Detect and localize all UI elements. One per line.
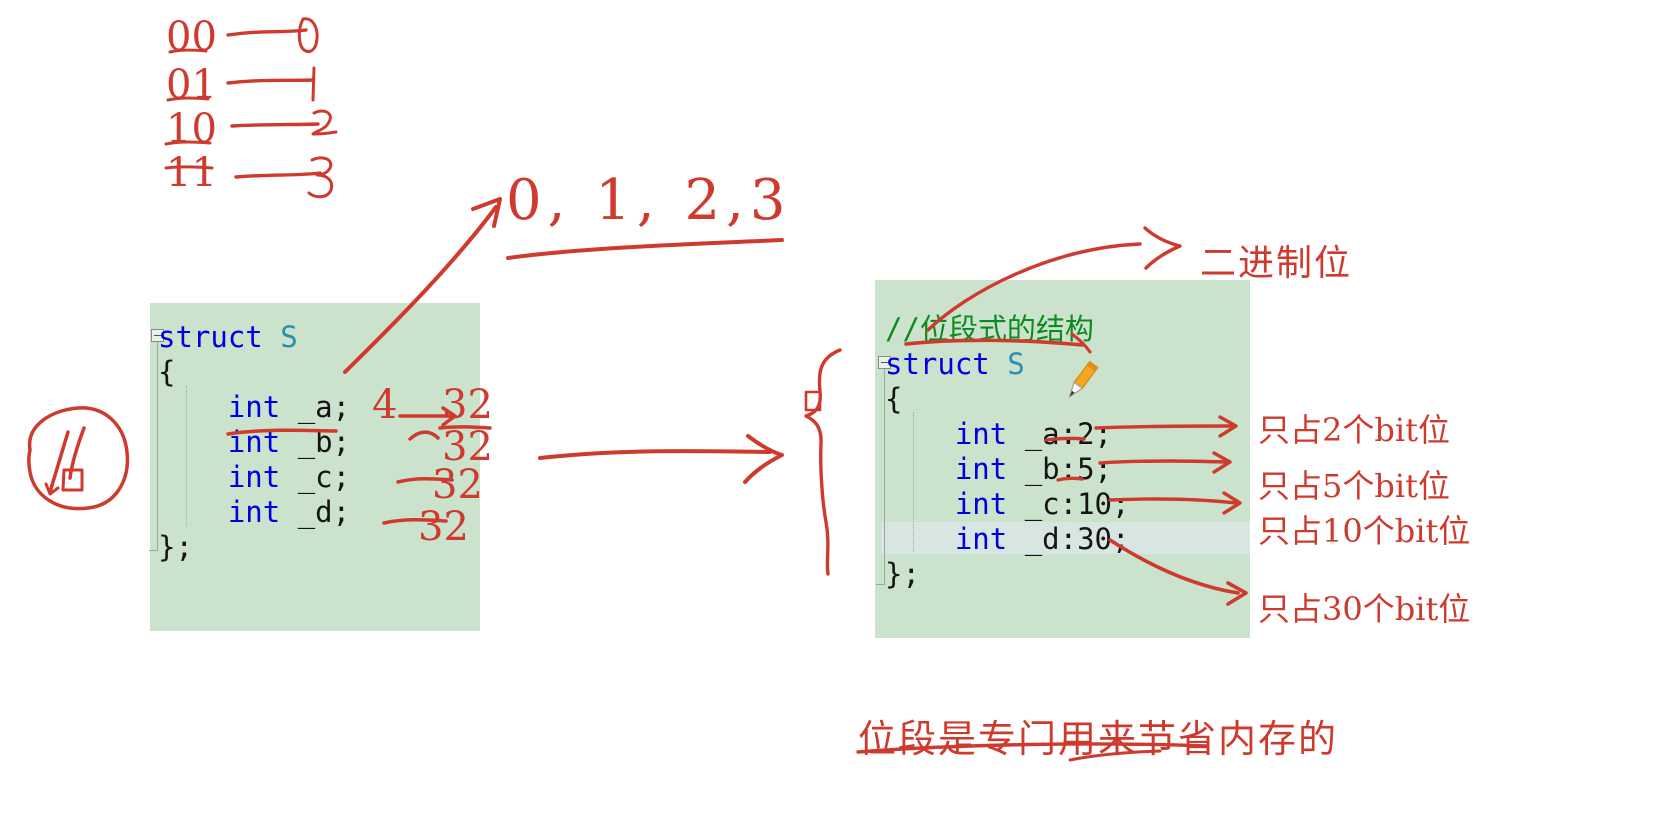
code-line: }; bbox=[885, 557, 920, 591]
code-line: int _d; bbox=[227, 495, 351, 529]
code-line: int _a:2; bbox=[954, 417, 1112, 451]
binary-row-bits-2: 10 bbox=[166, 106, 217, 152]
right-code-fold-foot bbox=[876, 584, 885, 585]
code-line: int _c; bbox=[227, 460, 351, 494]
binary-row-bits-1: 01 bbox=[166, 62, 217, 108]
code-line: //位段式的结构 bbox=[885, 312, 1094, 346]
bit-note-1: 只占5个bit位 bbox=[1258, 467, 1450, 505]
code-line: int _c:10; bbox=[954, 487, 1130, 521]
binary-bit-label: 二进制位 bbox=[1200, 243, 1353, 284]
bit-note-2: 只占10个bit位 bbox=[1258, 512, 1471, 550]
binary-row-bits-3: 11 bbox=[166, 150, 217, 196]
code-line: }; bbox=[158, 530, 193, 564]
code-line: int _b:5; bbox=[954, 452, 1112, 486]
left-code-indent-guide bbox=[186, 386, 187, 526]
size-arrow-label: 4 bbox=[372, 382, 398, 428]
binary-row-bits-0: 00 bbox=[166, 14, 217, 60]
code-line: { bbox=[158, 355, 176, 389]
code-line: { bbox=[885, 382, 903, 416]
right-code-indent-guide bbox=[913, 412, 914, 552]
code-line: int _b; bbox=[227, 425, 351, 459]
bit-note-0: 只占2个bit位 bbox=[1258, 411, 1450, 449]
code-line: struct S bbox=[158, 320, 298, 354]
code-line: int _a; bbox=[227, 390, 351, 424]
value-range-label: 0, 1, 2,3 bbox=[506, 168, 792, 233]
size-value-3: 32 bbox=[418, 504, 469, 550]
left-code-fold-box[interactable] bbox=[151, 329, 164, 342]
code-line: struct S bbox=[885, 347, 1025, 381]
code-line: int _d:30; bbox=[954, 522, 1130, 556]
right-code-fold-bar bbox=[884, 369, 885, 584]
left-code-fold-bar bbox=[157, 342, 158, 550]
left-code-fold-foot bbox=[149, 550, 158, 551]
left-code-block[interactable]: struct S{ int _a; int _b; int _c; int _d… bbox=[158, 320, 488, 565]
size-value-1: 32 bbox=[442, 424, 493, 470]
right-code-fold-box[interactable] bbox=[878, 356, 891, 369]
size-value-0: 32 bbox=[442, 382, 493, 428]
bit-note-3: 只占30个bit位 bbox=[1258, 590, 1471, 628]
size-value-2: 32 bbox=[432, 462, 483, 508]
bottom-caption: 位段是专门用来节省内存的 bbox=[858, 717, 1339, 761]
